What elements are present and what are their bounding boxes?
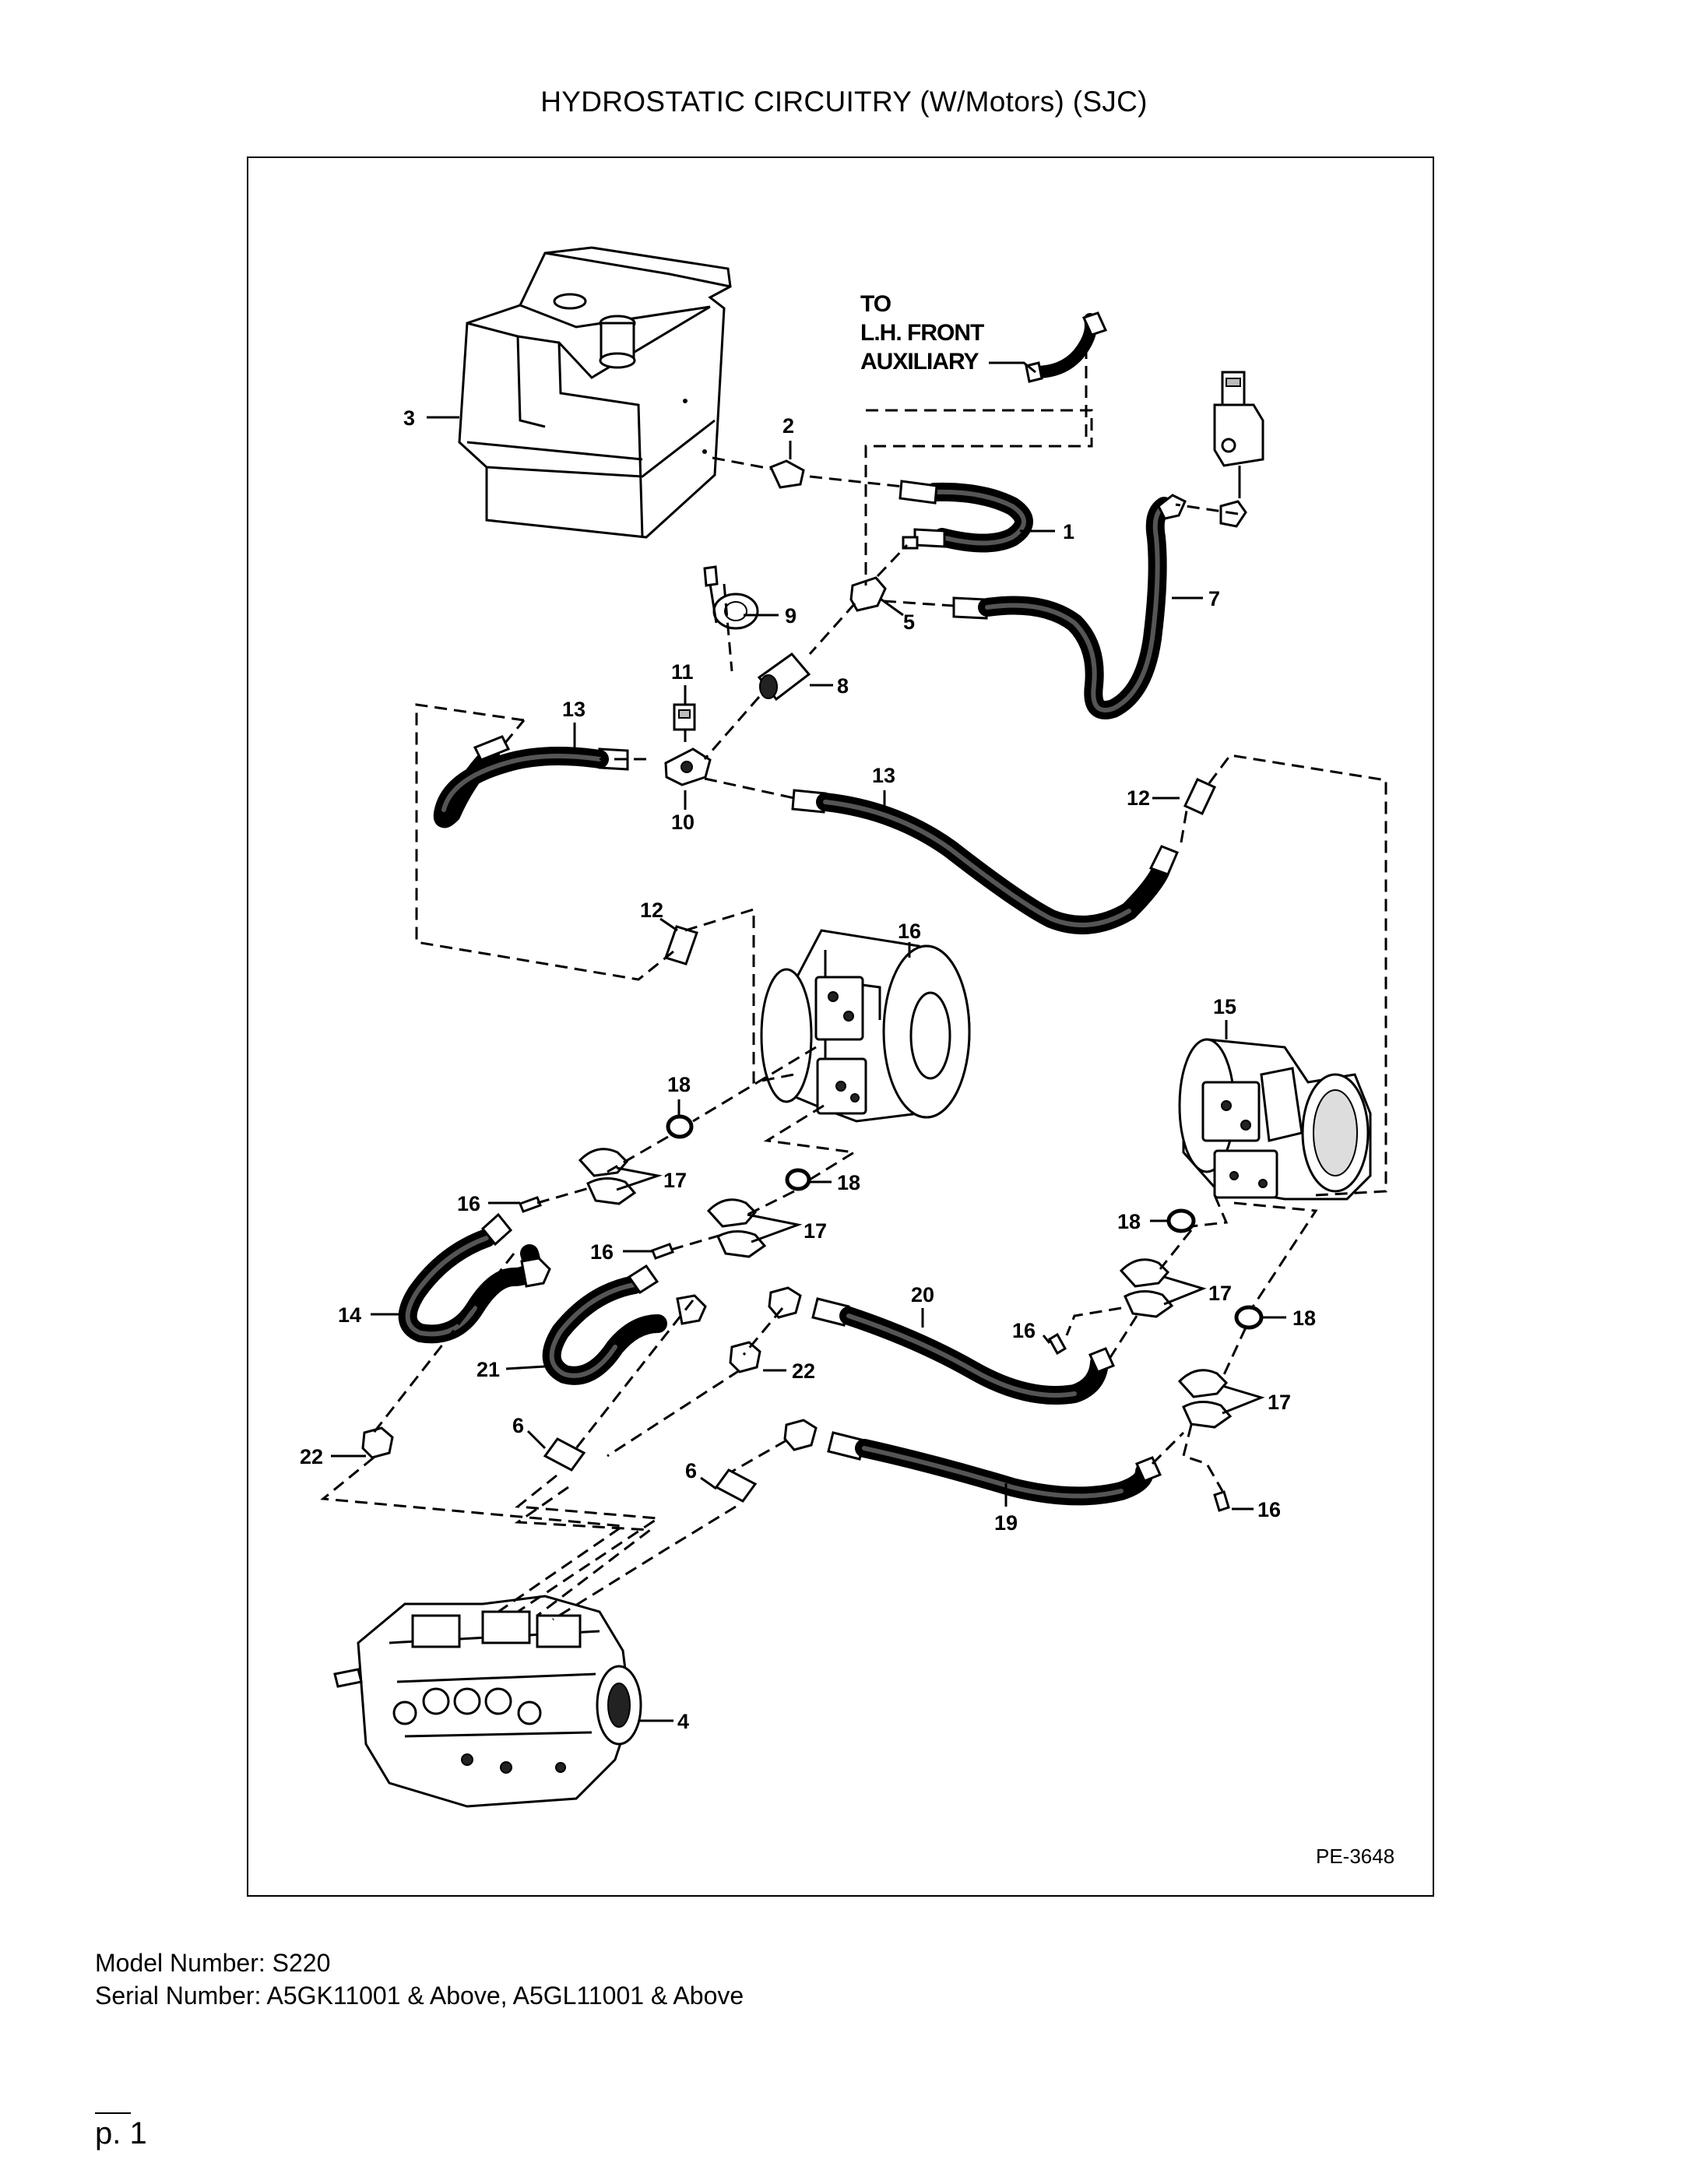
tee-fitting-5 (849, 576, 887, 612)
relief-valve (1213, 371, 1264, 528)
hose-19 (783, 1419, 1162, 1506)
cap-11 (673, 703, 696, 731)
note-line-1: TO (860, 291, 891, 317)
callout-2: 2 (782, 414, 794, 438)
callout-13b: 13 (872, 764, 895, 787)
serial-number: Serial Number: A5GK11001 & Above, A5GL11… (95, 1982, 744, 2010)
hose-21 (542, 1264, 707, 1385)
callout-19: 19 (994, 1511, 1018, 1535)
hose-14 (398, 1212, 551, 1344)
callout-18b: 18 (837, 1171, 860, 1194)
hose-20 (768, 1286, 1116, 1405)
callout-6b: 6 (685, 1459, 697, 1482)
page-number: p. 1 (95, 2116, 147, 2151)
callout-14: 14 (338, 1303, 361, 1327)
clamp-halves-17 (578, 1148, 1233, 1429)
tee-fitting-10 (664, 747, 712, 786)
callout-16c: 16 (590, 1240, 614, 1264)
callout-1: 1 (1063, 520, 1074, 543)
callout-17d: 17 (1268, 1391, 1291, 1414)
callout-9: 9 (785, 604, 797, 628)
figure-id: PE-3648 (1316, 1845, 1394, 1868)
callout-21: 21 (477, 1358, 500, 1381)
clamp-9 (703, 565, 759, 630)
callout-22a: 22 (792, 1359, 815, 1383)
callout-17b: 17 (804, 1219, 827, 1243)
callout-16a: 16 (898, 920, 921, 943)
note-line-2: L.H. FRONT (860, 320, 984, 346)
hydrostatic-pump (333, 1595, 642, 1808)
screws-16 (519, 1196, 1230, 1512)
callout-17c: 17 (1208, 1282, 1232, 1305)
model-number: Model Number: S220 (95, 1949, 331, 1977)
leader-lines (331, 416, 1286, 1722)
callout-18c: 18 (1117, 1210, 1141, 1233)
callout-13a: 13 (562, 698, 586, 721)
routing-lines (320, 327, 1387, 1621)
callout-5: 5 (903, 610, 915, 634)
hose-1 (899, 480, 1033, 553)
callout-16d: 16 (1012, 1319, 1036, 1342)
note-line-3: AUXILIARY (860, 349, 979, 375)
callout-17a: 17 (663, 1169, 687, 1192)
hose-13-right (791, 789, 1179, 934)
callout-12a: 12 (1127, 786, 1150, 810)
motor-16 (760, 929, 971, 1123)
callout-16e: 16 (1257, 1498, 1281, 1521)
callout-4: 4 (677, 1710, 689, 1733)
coupling-8 (757, 652, 811, 702)
auxiliary-hose (1025, 311, 1108, 383)
callout-16b: 16 (457, 1192, 480, 1215)
callout-3: 3 (403, 406, 415, 430)
fittings-6 (543, 1437, 758, 1503)
callout-12b: 12 (640, 899, 663, 922)
auxiliary-note: TO L.H. FRONT AUXILIARY (860, 291, 1036, 375)
callout-10: 10 (671, 811, 695, 834)
page-title: HYDROSTATIC CIRCUITRY (W/Motors) (SJC) (540, 86, 1148, 118)
callout-22b: 22 (300, 1445, 323, 1468)
o-rings-18 (666, 1114, 1264, 1330)
callouts: 1 2 3 4 5 6 6 7 8 9 10 11 12 12 13 13 14… (300, 406, 1316, 1733)
elbow-fitting-2 (768, 459, 805, 489)
callout-20: 20 (911, 1283, 934, 1307)
callout-11: 11 (671, 660, 694, 684)
callout-18a: 18 (667, 1073, 691, 1096)
callout-15: 15 (1213, 995, 1236, 1018)
hose-7 (952, 494, 1187, 719)
callout-7: 7 (1208, 587, 1220, 610)
callout-8: 8 (837, 674, 849, 698)
page-number-rule (95, 2112, 131, 2114)
callout-6a: 6 (512, 1414, 524, 1437)
hydraulic-tank (458, 246, 732, 539)
hose-13-left (433, 735, 629, 828)
fittings-22 (361, 1341, 761, 1459)
coupling-12-right (1183, 778, 1217, 815)
coupling-12-left (664, 925, 698, 965)
motor-15 (1178, 1038, 1372, 1201)
diagram-frame (247, 157, 1434, 1897)
callout-18d: 18 (1292, 1307, 1316, 1330)
